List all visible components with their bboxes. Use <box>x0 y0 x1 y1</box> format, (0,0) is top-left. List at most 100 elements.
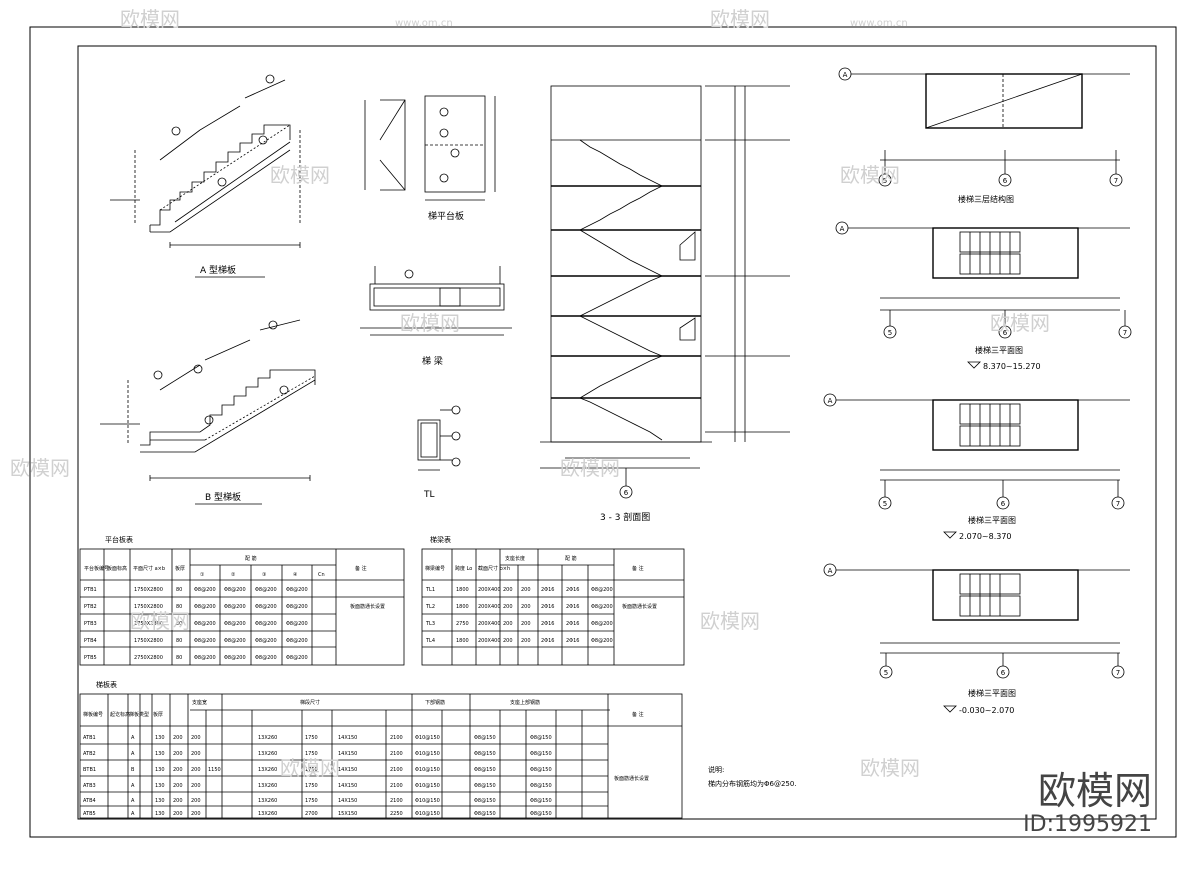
inner-frame <box>77 45 1157 820</box>
platform-cell: Φ8@200 <box>286 621 308 627</box>
stair-cell: 200 <box>173 751 183 757</box>
platform-rebar-col: ④ <box>293 572 298 578</box>
beam-cell: 200X400 <box>478 638 501 644</box>
watermark-brand: 欧模网 <box>270 163 330 187</box>
beam-label: 梯 梁 <box>422 355 443 367</box>
beam-cell: 1800 <box>456 604 469 610</box>
platform-cell: 80 <box>176 604 182 610</box>
watermark-brand: 欧模网 <box>280 756 340 780</box>
platform-cell: Φ8@200 <box>255 604 277 610</box>
stair-cell: 14X150 <box>338 735 357 741</box>
stair-cell: 2100 <box>390 767 403 773</box>
platform-header: 备 注 <box>355 565 367 572</box>
stair-cell: 1750 <box>305 798 318 804</box>
brand-id: ID:1995921 <box>1023 812 1152 837</box>
beam-cell: 2750 <box>456 621 469 627</box>
platform-cell: 80 <box>176 621 182 627</box>
b-stair-label: B 型梯板 <box>205 491 241 503</box>
stair-cell: 200 <box>191 798 201 804</box>
b-type-stair-detail <box>100 319 316 481</box>
stair-cell: 130 <box>155 735 165 741</box>
stair-cell: 13X260 <box>258 751 277 757</box>
platform-cell: 80 <box>176 655 182 661</box>
platform-cell: Φ8@200 <box>255 587 277 593</box>
stair-cell: ATB2 <box>83 751 96 757</box>
brand-logo: 欧模网 <box>1037 769 1152 813</box>
stair-cell: ATB1 <box>83 735 96 741</box>
watermark-brand: 欧模网 <box>710 7 770 31</box>
platform-cell: PTB4 <box>84 638 97 644</box>
axis-a: A <box>843 71 848 79</box>
platform-cell: Φ8@200 <box>255 638 277 644</box>
roof-plan-label: 楼梯三层结构图 <box>958 194 1014 204</box>
platform-table <box>79 548 405 666</box>
beam-table <box>421 548 685 666</box>
beam-cell: 200 <box>521 621 531 627</box>
stair-cell: 130 <box>155 767 165 773</box>
stair-cell: Φ8@150 <box>530 735 552 741</box>
axis-6: 6 <box>1001 669 1006 677</box>
stair-cell: A <box>131 751 135 757</box>
plan-mid-label: 楼梯三平面图 <box>968 515 1016 525</box>
platform-cell: Φ8@200 <box>224 655 246 661</box>
platform-cell: Φ8@200 <box>224 621 246 627</box>
watermark-brand: 欧模网 <box>130 609 190 633</box>
beam-cell: TL3 <box>425 621 435 627</box>
platform-cell: Φ8@200 <box>194 587 216 593</box>
platform-cell: 1750X2800 <box>134 587 163 593</box>
beam-cell: 2Φ16 <box>566 621 579 627</box>
platform-table-text: 平台板表 平台板编号 板面标高 平面尺寸 a×b 板厚 配 筋 备 注 ① ② … <box>84 535 385 610</box>
plan-roof-structure <box>838 67 1130 187</box>
axis-a: A <box>840 225 845 233</box>
stair-cell: Φ10@150 <box>415 811 440 817</box>
axis-7: 7 <box>1116 669 1120 677</box>
beam-cell: TL4 <box>425 638 435 644</box>
stair-cell: 130 <box>155 798 165 804</box>
landing-board-detail <box>364 95 496 201</box>
beam-cell: 200X400 <box>478 587 501 593</box>
beam-header: 梯梁编号 <box>425 565 445 572</box>
platform-cell: 1750X2800 <box>134 621 163 627</box>
watermark-url: www.om.cn <box>395 18 453 29</box>
platform-rebar-col: Cn <box>318 572 325 578</box>
stair-cell: 2100 <box>390 798 403 804</box>
stair-header: 梯板类型 <box>129 711 149 718</box>
axis-5: 5 <box>883 177 887 185</box>
watermark-brand: 欧模网 <box>10 456 70 480</box>
stair-cell: 1750 <box>305 751 318 757</box>
stair-header: 备 注 <box>632 711 644 718</box>
platform-cell: Φ8@200 <box>286 638 308 644</box>
stair-cell: Φ10@150 <box>415 783 440 789</box>
a-stair-label: A 型梯板 <box>200 264 236 276</box>
stair-cell: 200 <box>173 783 183 789</box>
platform-cell: Φ8@200 <box>194 621 216 627</box>
beam-header: 截面尺寸 b×h <box>478 565 510 572</box>
axis-5: 5 <box>883 500 887 508</box>
platform-cell: PTB1 <box>84 587 97 593</box>
stair-header: 梯板编号 <box>83 711 103 718</box>
stair-cell: Φ8@150 <box>530 767 552 773</box>
stair-cell: A <box>131 735 135 741</box>
beam-cell: Φ8@200 <box>591 621 613 627</box>
platform-rebar-col: ③ <box>262 572 266 578</box>
watermark-brand: 欧模网 <box>860 756 920 780</box>
stair-header: 下部钢筋 <box>425 699 445 706</box>
stair-cell: Φ8@150 <box>530 811 552 817</box>
stair-cell: ATB3 <box>83 783 96 789</box>
axis-6: 6 <box>1003 177 1008 185</box>
stair-cell: 13X260 <box>258 798 277 804</box>
beam-cell: TL2 <box>425 604 435 610</box>
watermark-brand: 欧模网 <box>560 456 620 480</box>
stair-cell: Φ10@150 <box>415 751 440 757</box>
section-3-3 <box>540 85 790 499</box>
beam-cell: 2Φ16 <box>541 621 554 627</box>
platform-cell: 80 <box>176 587 182 593</box>
stair-cell: 2100 <box>390 751 403 757</box>
watermark-brand: 欧模网 <box>840 163 900 187</box>
section-label: 3 - 3 剖面图 <box>600 511 650 523</box>
stair-cell: Φ8@150 <box>474 735 496 741</box>
platform-cell: Φ8@200 <box>224 587 246 593</box>
